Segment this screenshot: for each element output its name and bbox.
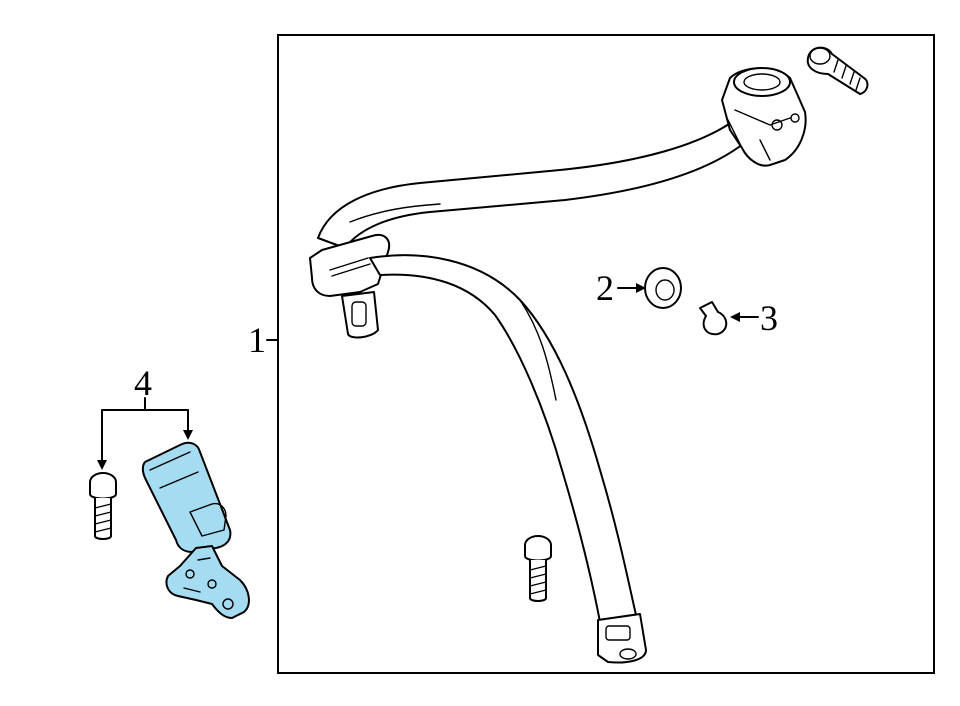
callout-3-arrowhead	[730, 312, 740, 322]
part-4-bolt	[89, 472, 117, 540]
part-4-buckle[interactable]	[141, 441, 250, 619]
upper-webbing	[317, 119, 749, 249]
d-ring-plate	[309, 234, 391, 339]
lower-bolt	[524, 535, 552, 602]
callout-4-leader	[97, 397, 193, 470]
seat-belt-assembly[interactable]	[309, 46, 869, 664]
callout-4[interactable]: 4	[134, 363, 152, 403]
upper-bolt	[806, 46, 869, 95]
callout-2[interactable]: 2	[596, 268, 614, 308]
assembly-frame	[277, 34, 935, 674]
callout-3[interactable]: 3	[760, 298, 778, 338]
upper-anchor	[721, 67, 807, 167]
part-2-grommet[interactable]	[644, 267, 682, 309]
lower-anchor	[597, 613, 647, 664]
callout-1[interactable]: 1	[248, 320, 266, 360]
part-3-clip[interactable]	[699, 301, 728, 336]
callout-2-arrowhead	[636, 283, 646, 293]
lower-webbing	[369, 254, 637, 623]
